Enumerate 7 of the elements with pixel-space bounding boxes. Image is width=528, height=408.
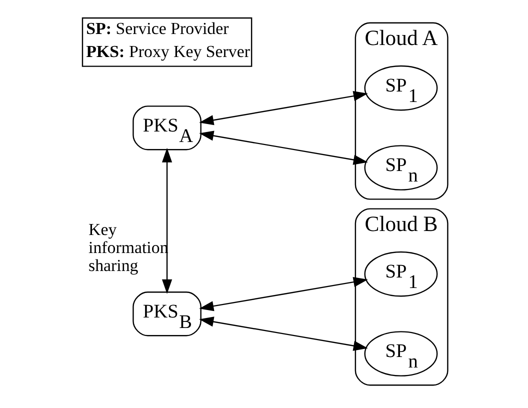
- label: PKS: Proxy Key Server: [86, 42, 250, 61]
- arrow: [198, 316, 368, 351]
- arrow: [198, 130, 368, 165]
- arrow: [198, 91, 368, 126]
- arrow: [161, 148, 172, 294]
- label: SP: Service Provider: [86, 18, 228, 38]
- arrow: [198, 276, 368, 312]
